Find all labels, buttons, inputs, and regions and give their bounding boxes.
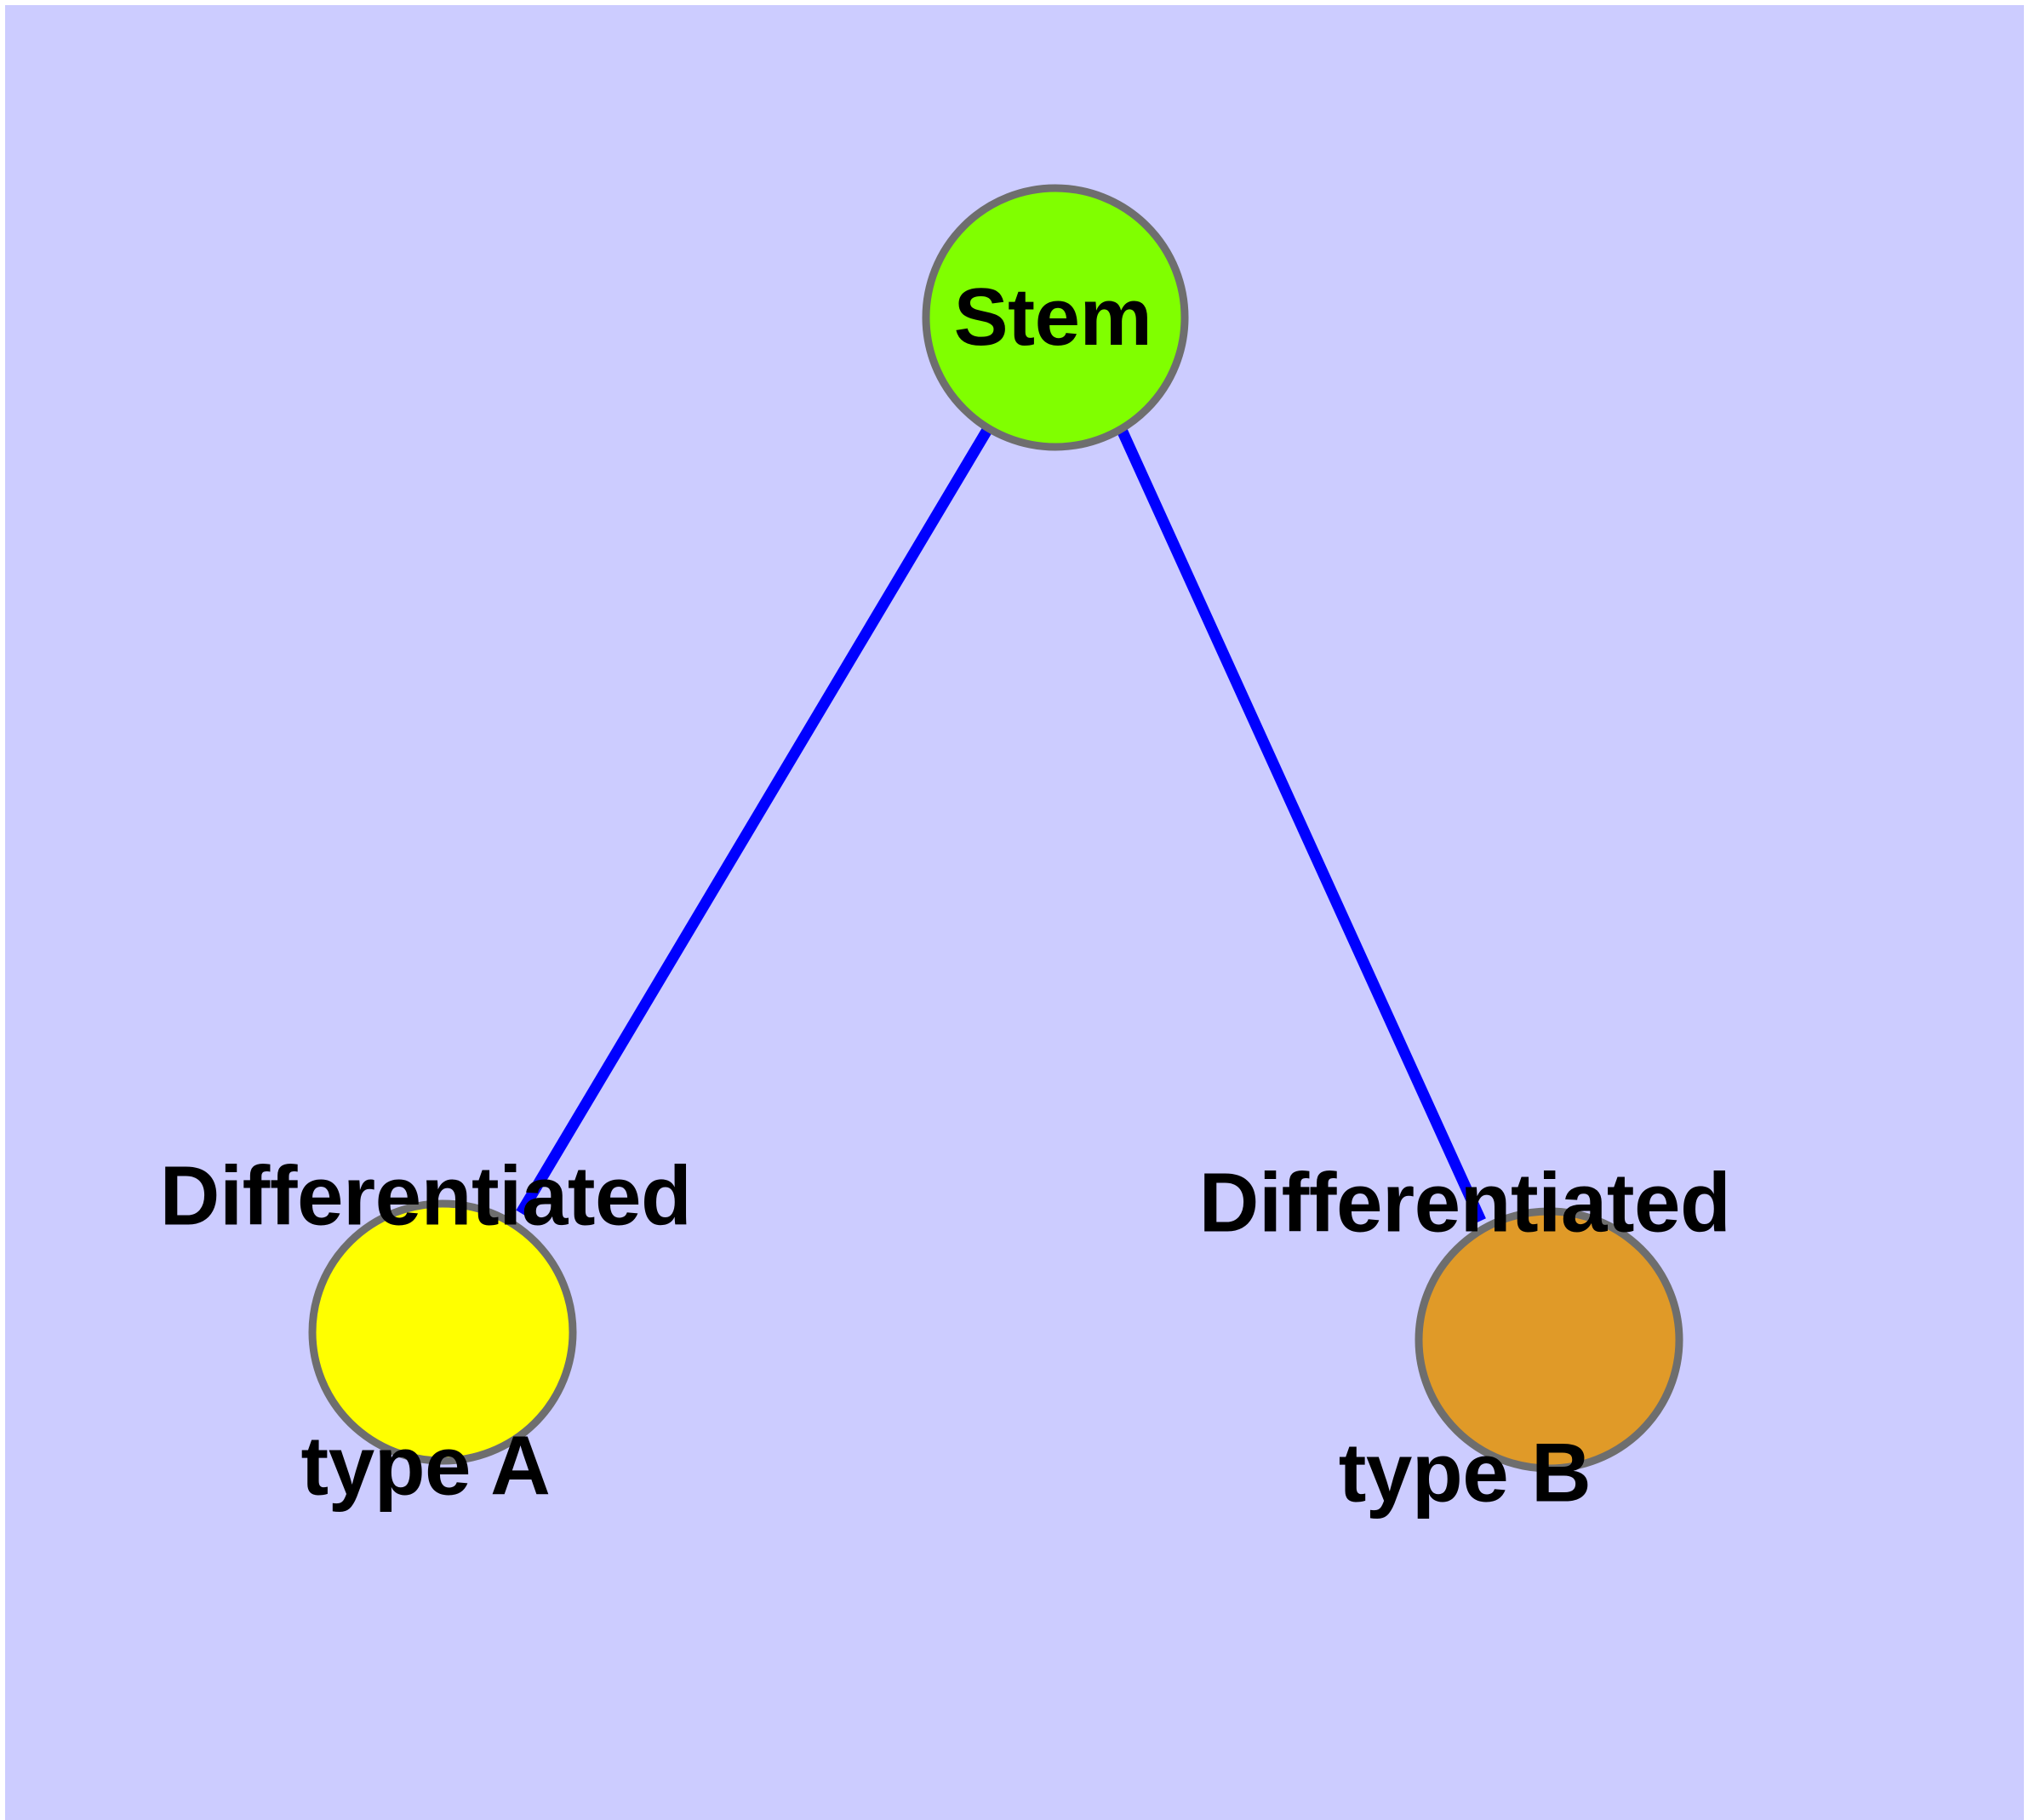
node-stem[interactable] — [922, 184, 1189, 451]
edge-stem-to-differentiated-type-a[interactable] — [516, 426, 992, 1216]
edge-stem-to-differentiated-type-b[interactable] — [1117, 427, 1486, 1223]
node-differentiated-type-b[interactable] — [1415, 1207, 1683, 1473]
node-differentiated-type-a[interactable] — [308, 1199, 577, 1465]
